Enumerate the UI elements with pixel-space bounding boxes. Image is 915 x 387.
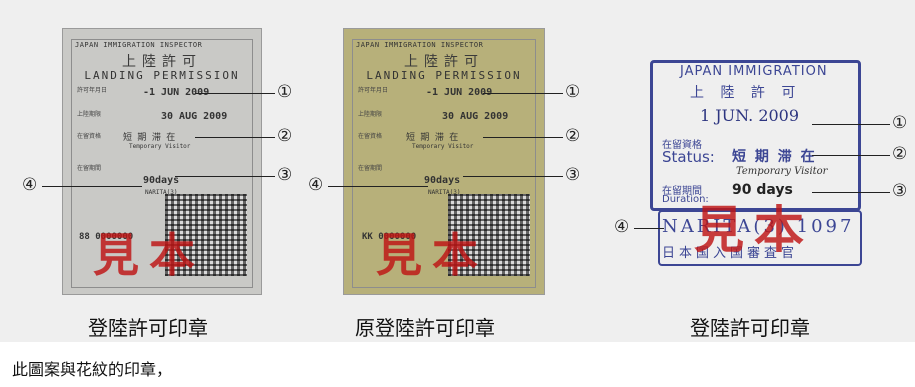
- label-permission-date: 許可年月日: [77, 87, 108, 94]
- stamp-label-status: Status:: [662, 148, 715, 166]
- stamp-date: 1 JUN. 2009: [700, 106, 800, 125]
- stamp-status-kanji: 短 期 滞 在: [732, 149, 817, 165]
- leader-line-2: [483, 137, 563, 138]
- stamp-label-period: Duration:: [662, 194, 709, 205]
- stamp-header: JAPAN IMMIGRATION: [680, 64, 828, 79]
- label-landing-until: 上陸期限: [77, 111, 102, 118]
- stamp-period: 90 days: [732, 182, 793, 198]
- status-english: Temporary Visitor: [412, 143, 474, 150]
- caption-landing-permission-stamp: 登陸許可印章: [690, 316, 810, 340]
- sticker-header: JAPAN IMMIGRATION INSPECTOR: [75, 41, 203, 49]
- marker-3: ③: [892, 181, 908, 201]
- leader-line-4: [328, 186, 428, 187]
- label-period: 在留期間: [77, 165, 102, 172]
- status-english: Temporary Visitor: [129, 143, 191, 150]
- leader-line-1: [812, 124, 890, 125]
- label-period: 在留期間: [358, 165, 383, 172]
- qr-code: [165, 194, 247, 276]
- stamp-label-status-kanji: 在留資格: [662, 140, 702, 151]
- sticker-kanji-title: 上陸許可: [404, 54, 484, 70]
- qr-code: [448, 194, 530, 276]
- period-of-stay: 90days: [143, 175, 180, 186]
- marker-3: ③: [565, 165, 581, 185]
- sticker-border: [71, 39, 253, 288]
- landing-permission-sticker: JAPAN IMMIGRATION INSPECTOR 上陸許可 LANDING…: [62, 28, 262, 295]
- permission-date: -1 JUN 2009: [143, 87, 210, 98]
- sticker-border: [352, 39, 536, 288]
- leader-line-3: [175, 176, 275, 177]
- leader-line-2: [195, 137, 275, 138]
- label-landing-until: 上陸期限: [358, 111, 383, 118]
- leader-line-4: [42, 186, 142, 187]
- status-kanji: 短 期 滞 在: [123, 133, 176, 143]
- specimen-watermark: 見本: [694, 200, 814, 259]
- leader-line-1: [195, 93, 275, 94]
- landing-until-date: 30 AUG 2009: [442, 111, 509, 122]
- former-landing-permission-sticker: JAPAN IMMIGRATION INSPECTOR 上陸許可 LANDING…: [343, 28, 545, 295]
- caption-former-landing-permission-sticker: 原登陸許可印章: [355, 316, 495, 340]
- specimen-watermark: 見本: [376, 228, 488, 282]
- landing-permission-stamp: JAPAN IMMIGRATION 上 陸 許 可 1 JUN. 2009 在留…: [650, 60, 865, 268]
- stamp-outer-frame: [650, 60, 861, 211]
- marker-1: ①: [892, 113, 908, 133]
- body-text: 此圖案與花紋的印章，: [12, 360, 173, 379]
- sticker-landing-title: LANDING PERMISSION: [366, 69, 522, 82]
- marker-2: ②: [892, 144, 908, 164]
- label-status: 在留資格: [77, 133, 102, 140]
- marker-2: ②: [565, 126, 581, 146]
- marker-4: ④: [308, 175, 324, 195]
- stamp-label-period-kanji: 在留期間: [662, 186, 702, 197]
- permission-date: -1 JUN 2009: [426, 87, 493, 98]
- sticker-number: 88 0000000: [79, 232, 134, 242]
- label-status: 在留資格: [358, 133, 383, 140]
- port-of-entry: NARITA(3): [145, 189, 178, 196]
- label-permission-date: 許可年月日: [358, 87, 389, 94]
- stamp-status-english: Temporary Visitor: [736, 166, 828, 177]
- stamp-kanji-title: 上 陸 許 可: [690, 85, 802, 101]
- sticker-number: KK 0000000: [362, 232, 417, 242]
- specimen-watermark: 見本: [93, 228, 205, 282]
- marker-4: ④: [22, 175, 38, 195]
- port-of-entry: NARITA(3): [428, 189, 461, 196]
- marker-1: ①: [565, 82, 581, 102]
- marker-4: ④: [614, 217, 630, 237]
- marker-1: ①: [277, 82, 293, 102]
- period-of-stay: 90days: [424, 175, 461, 186]
- sticker-landing-title: LANDING PERMISSION: [84, 69, 240, 82]
- marker-3: ③: [277, 165, 293, 185]
- landing-until-date: 30 AUG 2009: [161, 111, 228, 122]
- marker-2: ②: [277, 126, 293, 146]
- stamp-lower-frame: [658, 210, 862, 266]
- sticker-kanji-title: 上陸許可: [122, 54, 202, 70]
- leader-line-3: [463, 176, 563, 177]
- stamp-footer: 日本国入国審査官: [662, 246, 799, 261]
- caption-landing-permission-sticker: 登陸許可印章: [88, 316, 208, 340]
- stamp-port: NARITA(3) 1097: [662, 216, 855, 237]
- sticker-header: JAPAN IMMIGRATION INSPECTOR: [356, 41, 484, 49]
- status-kanji: 短 期 滞 在: [406, 133, 459, 143]
- leader-line-4: [634, 228, 664, 229]
- leader-line-1: [483, 93, 563, 94]
- leader-line-2: [812, 155, 890, 156]
- leader-line-3: [812, 192, 890, 193]
